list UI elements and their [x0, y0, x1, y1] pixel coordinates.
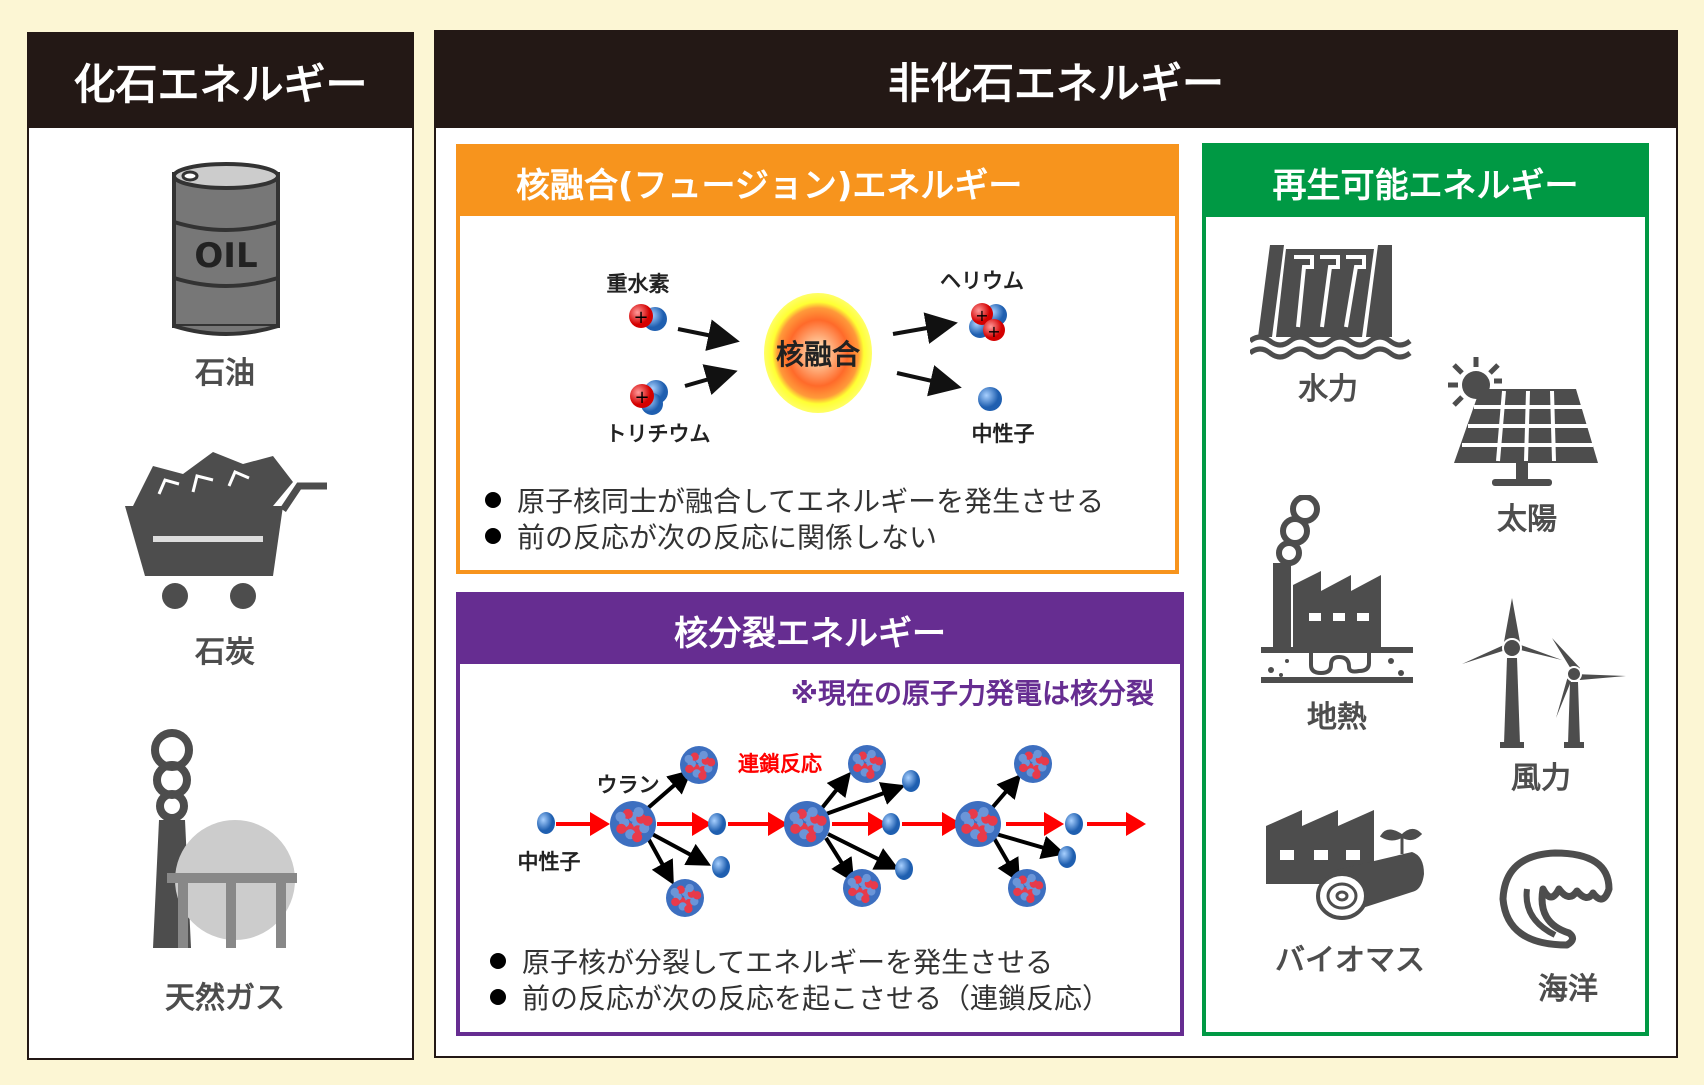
uranium-nucleus: [955, 801, 1001, 847]
wind-turbine-icon: [1462, 598, 1626, 748]
fusion-arrows: [677, 312, 962, 397]
solar-panel-icon: [1448, 357, 1598, 486]
fission-arrow: [824, 836, 855, 883]
fusion-diagram: 核融合 + + ++ 重水素 トリチウム ヘリウム 中性子: [606, 269, 1035, 446]
svg-text:+: +: [633, 307, 648, 328]
renewable-label-ocean: 海洋: [1538, 972, 1598, 1007]
fusion-box: 核融合(フュージョン)エネルギー: [456, 144, 1179, 574]
gas-tank-icon: [151, 729, 297, 948]
uranium-nucleus: [680, 746, 718, 784]
fission-arrow: [646, 837, 674, 886]
neutron-particle: [882, 813, 900, 835]
fission-arrow: [820, 771, 851, 810]
fusion-bullet: 前の反応が次の反応に関係しない: [485, 516, 937, 556]
renewable-label-hydro: 水力: [1298, 372, 1358, 407]
fission-arrow: [651, 832, 712, 866]
deuterium-label: 重水素: [607, 272, 670, 296]
coal-cart-icon: [125, 452, 327, 609]
uranium-nucleus: [1014, 745, 1052, 783]
fossil-label-oil: 石油: [195, 356, 255, 391]
neutron-particle: [708, 813, 726, 835]
fission-diagram: 連鎖反応 ウラン 中性子: [518, 745, 1146, 917]
fission-neutron-label: 中性子: [518, 850, 581, 874]
fusion-title: 核融合(フュージョン)エネルギー: [460, 148, 1175, 216]
svg-text:+: +: [975, 306, 988, 325]
biomass-icon: [1266, 810, 1424, 920]
chain-reaction-label: 連鎖反応: [738, 752, 822, 776]
fossil-label-coal: 石炭: [195, 635, 255, 670]
fusion-bullet: 原子核同士が融合してエネルギーを発生させる: [485, 480, 1104, 520]
fission-arrow: [825, 782, 906, 816]
hydro-dam-icon: [1250, 245, 1412, 360]
renewable-label-wind: 風力: [1511, 761, 1571, 796]
neutron-label: 中性子: [972, 422, 1035, 446]
svg-text:+: +: [634, 387, 649, 408]
uranium-nucleus: [848, 745, 886, 783]
neutron-particle: [902, 770, 920, 792]
fission-bullet: 前の反応が次の反応を起こさせる（連鎖反応）: [490, 977, 1110, 1017]
oil-barrel-icon: OIL: [172, 162, 280, 336]
nonfossil-title: 非化石エネルギー: [436, 32, 1676, 128]
fission-arrow: [990, 773, 1022, 810]
deuterium-particle: +: [629, 304, 667, 331]
fusion-core-label: 核融合: [776, 338, 861, 371]
fission-title: 核分裂エネルギー: [460, 596, 1180, 664]
fission-arrow: [827, 832, 900, 870]
uranium-nucleus: [666, 879, 704, 917]
fission-arrow: [992, 836, 1021, 883]
oil-barrel-text: OIL: [194, 236, 257, 276]
helium-label: ヘリウム: [940, 269, 1024, 293]
uranium-label: ウラン: [597, 773, 660, 797]
uranium-nucleus: [784, 801, 830, 847]
neutron-particle: [712, 856, 730, 878]
svg-text:+: +: [987, 322, 1000, 341]
uranium-nucleus: [843, 869, 881, 907]
renewable-title: 再生可能エネルギー: [1206, 147, 1645, 217]
neutron-particle: [537, 812, 555, 834]
fossil-label-gas: 天然ガス: [165, 981, 285, 1016]
renewable-label-biomass: バイオマス: [1275, 943, 1425, 978]
renewable-label-solar: 太陽: [1497, 502, 1557, 537]
renewable-label-geothermal: 地熱: [1307, 700, 1367, 735]
neutron-particle: [978, 387, 1002, 411]
fission-arrow: [646, 769, 693, 810]
uranium-nucleus: [610, 801, 656, 847]
geothermal-icon: [1261, 495, 1413, 683]
neutron-particle: [1065, 813, 1083, 835]
fusion-core: [764, 293, 872, 413]
fission-arrow: [995, 832, 1066, 860]
ocean-wave-icon: [1499, 849, 1613, 949]
uranium-nucleus: [1008, 869, 1046, 907]
tritium-particle: +: [630, 380, 668, 415]
neutron-particle: [1058, 846, 1076, 868]
fission-bullet: 原子核が分裂してエネルギーを発生させる: [490, 941, 1053, 981]
helium-particle: ++: [969, 303, 1007, 341]
fossil-title: 化石エネルギー: [29, 34, 412, 128]
tritium-label: トリチウム: [606, 422, 711, 446]
fission-note: ※現在の原子力発電は核分裂: [790, 677, 1154, 710]
neutron-particle: [895, 858, 913, 880]
